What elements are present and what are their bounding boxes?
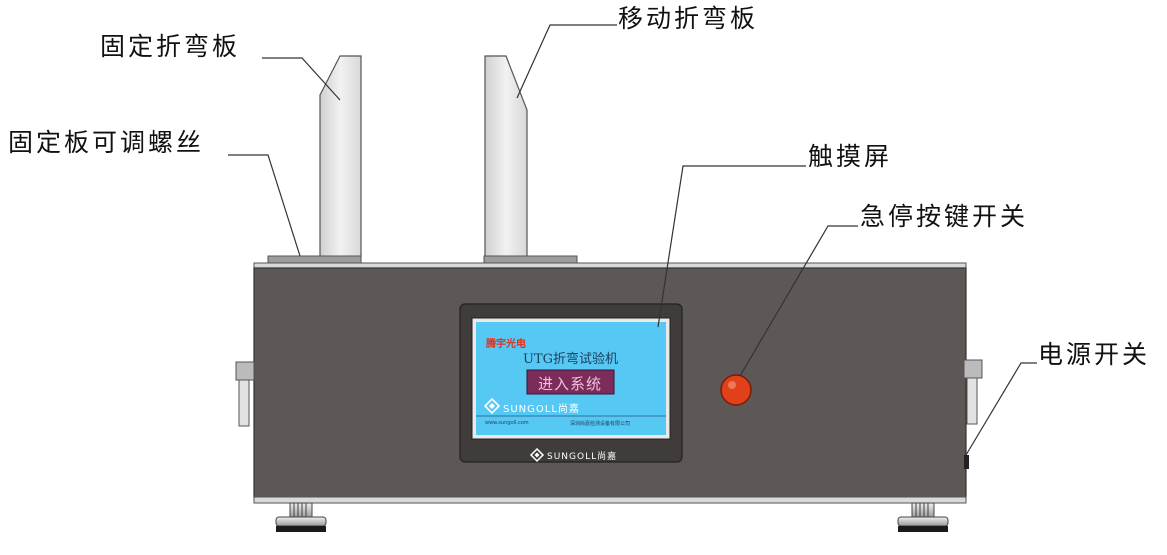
enter-system-label[interactable]: 进入系统	[538, 375, 603, 393]
fixed-bending-plate	[267, 55, 362, 265]
emergency-stop-button[interactable]	[720, 374, 752, 406]
label-touch-screen: 触摸屏	[808, 142, 893, 171]
panel-logo-text: SUNGOLL尚嘉	[547, 452, 618, 462]
left-foot	[275, 502, 327, 532]
left-side-handle	[235, 361, 255, 427]
label-moving-plate: 移动折弯板	[618, 4, 759, 33]
label-adjust-screw: 固定板可调螺丝	[8, 128, 205, 157]
screen-brand: 腾宇光电	[486, 339, 526, 350]
power-switch[interactable]	[964, 455, 969, 469]
screen-footer-url: www.sungoll.com	[485, 420, 529, 426]
moving-bending-plate	[483, 55, 578, 265]
leader-touch-screen	[657, 165, 806, 328]
leader-adjust-screw	[228, 154, 301, 257]
bottom-cover	[253, 496, 967, 504]
leader-estop	[739, 225, 858, 377]
leader-power	[965, 362, 1037, 456]
screen-footer-company: 深圳尚嘉检测设备有限公司	[570, 421, 631, 427]
label-power-switch: 电源开关	[1038, 340, 1151, 369]
leader-moving-plate	[516, 24, 617, 99]
right-foot	[897, 502, 949, 532]
enter-system-button[interactable]	[526, 369, 615, 395]
leader-fixed-plate	[262, 57, 341, 101]
screen-title: UTG折弯试验机	[523, 352, 619, 367]
right-side-handle	[963, 359, 983, 425]
panel-logo-icon	[529, 447, 545, 463]
callout-lines	[228, 24, 1037, 456]
screen-logo-text: SUNGOLL尚嘉	[503, 404, 580, 415]
label-estop: 急停按键开关	[860, 202, 1029, 231]
screen-logo-icon	[483, 397, 501, 415]
label-fixed-plate: 固定折弯板	[100, 32, 241, 61]
